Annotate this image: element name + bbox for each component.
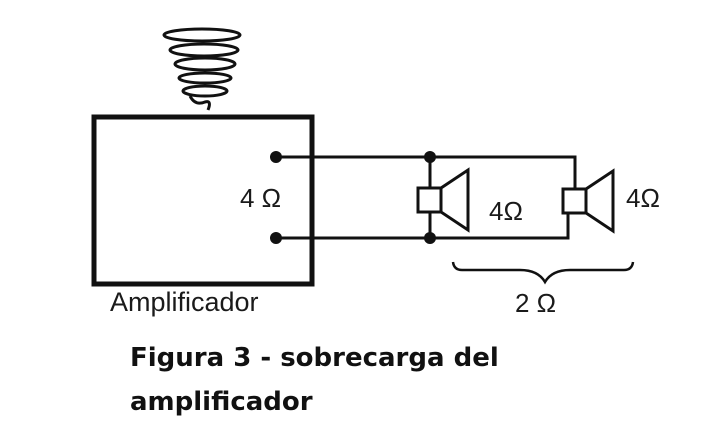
heat-spiral-icon xyxy=(162,27,242,111)
speaker2-impedance-label: 4Ω xyxy=(626,183,660,213)
speaker-2-icon xyxy=(561,168,615,234)
caption-line-2: amplificador xyxy=(130,387,313,417)
output-terminal-positive xyxy=(270,151,282,163)
caption-line-1: Figura 3 - sobrecarga del xyxy=(130,343,499,373)
amplifier-box xyxy=(91,114,315,287)
combined-impedance-label: 2 Ω xyxy=(515,288,556,318)
amp-impedance-label: 4 Ω xyxy=(240,183,281,213)
output-terminal-negative xyxy=(270,232,282,244)
speaker1-impedance-label: 4Ω xyxy=(489,196,523,226)
junction-top xyxy=(424,151,436,163)
amplifier-label: Amplificador xyxy=(110,287,259,317)
junction-bottom xyxy=(424,232,436,244)
parallel-brace xyxy=(451,261,635,285)
speaker-1-icon xyxy=(416,167,470,233)
figure-caption: Figura 3 - sobrecarga del amplificador xyxy=(130,336,499,424)
